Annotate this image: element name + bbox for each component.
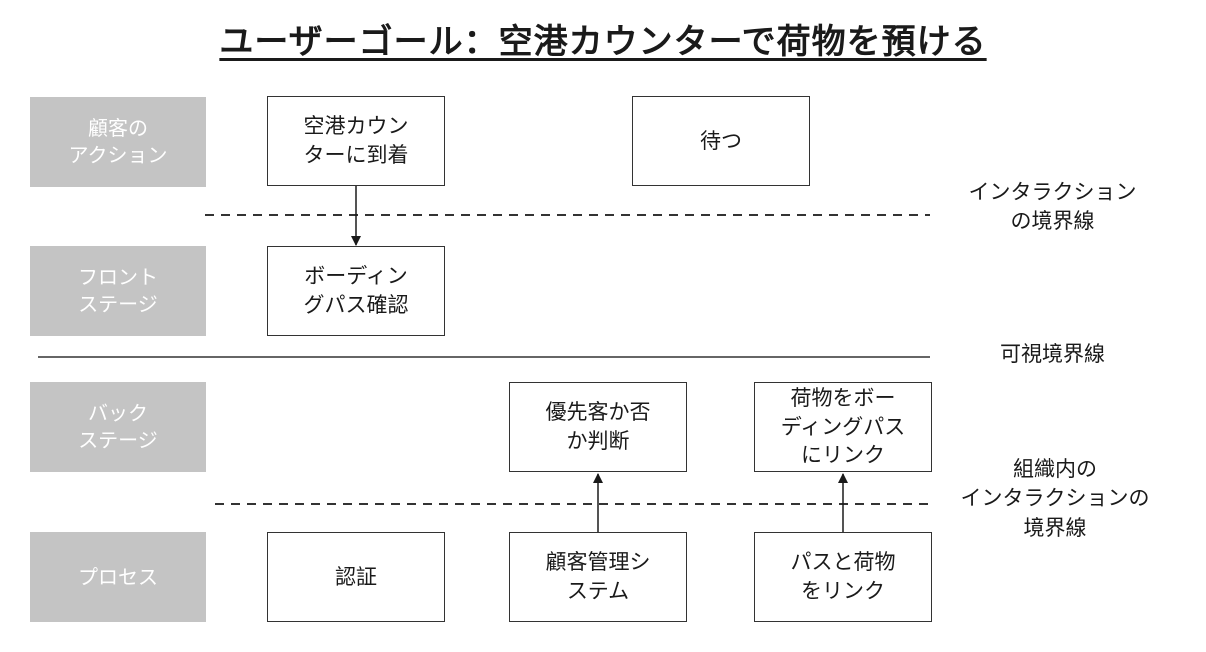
step-link-baggage: 荷物をボー ディングパス にリンク (754, 382, 932, 472)
lane-back-stage: バック ステージ (30, 382, 206, 472)
lane-process: プロセス (30, 532, 206, 622)
label-interaction-line: インタラクション の境界線 (968, 180, 1137, 234)
step-link-pass-baggage: パスと荷物 をリンク (754, 532, 932, 622)
step-arrive-counter: 空港カウン ターに到着 (267, 96, 445, 186)
step-wait: 待つ (632, 96, 810, 186)
step-priority-judgement: 優先客か否 か判断 (509, 382, 687, 472)
diagram-title: ユーザーゴール：空港カウンターで荷物を預ける (219, 22, 987, 62)
label-internal-line: 組織内の インタラクションの 境界線 (960, 457, 1150, 540)
step-authentication: 認証 (267, 532, 445, 622)
label-visibility-line: 可視境界線 (1000, 342, 1105, 366)
step-crm-system: 顧客管理シ ステム (509, 532, 687, 622)
step-boarding-pass-check: ボーディン グパス確認 (267, 246, 445, 336)
lane-front-stage: フロント ステージ (30, 246, 206, 336)
lane-customer-action: 顧客の アクション (30, 97, 206, 187)
